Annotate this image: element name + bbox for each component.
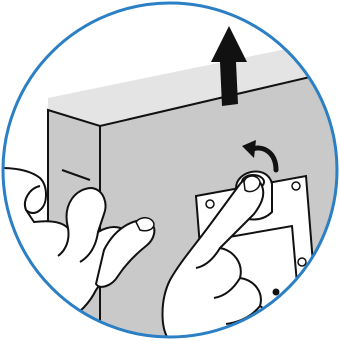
mount-screw-hole — [206, 200, 214, 208]
mount-screw-hole — [292, 182, 300, 190]
mount-screw-hole — [298, 258, 306, 266]
right-hand-fingernail — [244, 176, 260, 192]
left-hand-thumbnail — [136, 218, 154, 231]
bracket-hole — [273, 289, 279, 295]
